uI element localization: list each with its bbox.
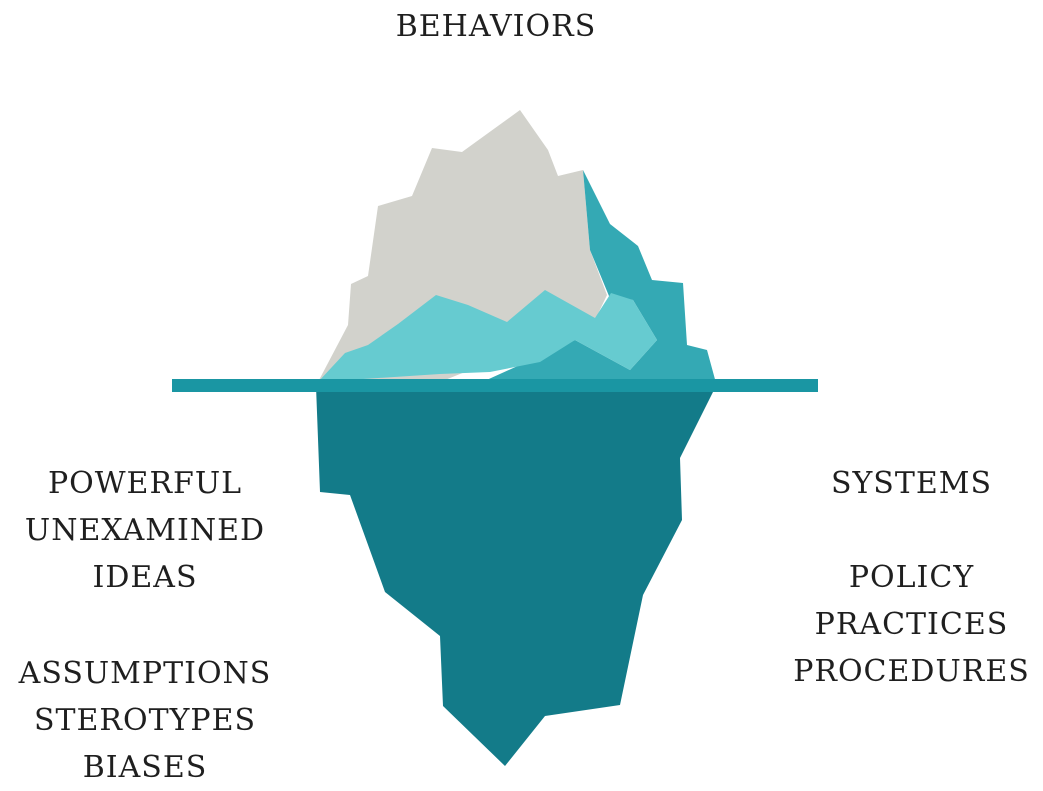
iceberg-tip-teal-dark xyxy=(480,170,716,383)
iceberg-underwater xyxy=(316,386,716,766)
beliefs-line-3: BIASES xyxy=(82,750,208,785)
ideas-line-2: UNEXAMINED xyxy=(24,513,266,548)
right-systems-block: SYSTEMS xyxy=(780,460,1043,507)
systems-label: SYSTEMS xyxy=(830,466,993,501)
waterline xyxy=(172,379,818,392)
policy-line-3: PROCEDURES xyxy=(793,654,1030,689)
ideas-line-1: POWERFUL xyxy=(47,466,243,501)
beliefs-line-1: ASSUMPTIONS xyxy=(18,656,272,691)
policy-line-1: POLICY xyxy=(848,560,975,595)
policy-line-2: PRACTICES xyxy=(814,607,1009,642)
ideas-line-3: IDEAS xyxy=(92,560,198,595)
top-label: BEHAVIORS xyxy=(321,3,671,50)
left-ideas-block: POWERFUL UNEXAMINED IDEAS xyxy=(0,460,290,601)
behaviors-label: BEHAVIORS xyxy=(395,9,597,44)
right-policy-block: POLICY PRACTICES PROCEDURES xyxy=(780,554,1043,695)
left-beliefs-block: ASSUMPTIONS STEROTYPES BIASES xyxy=(0,650,290,791)
iceberg-tip-teal-light xyxy=(318,290,657,382)
beliefs-line-2: STEROTYPES xyxy=(33,703,257,738)
